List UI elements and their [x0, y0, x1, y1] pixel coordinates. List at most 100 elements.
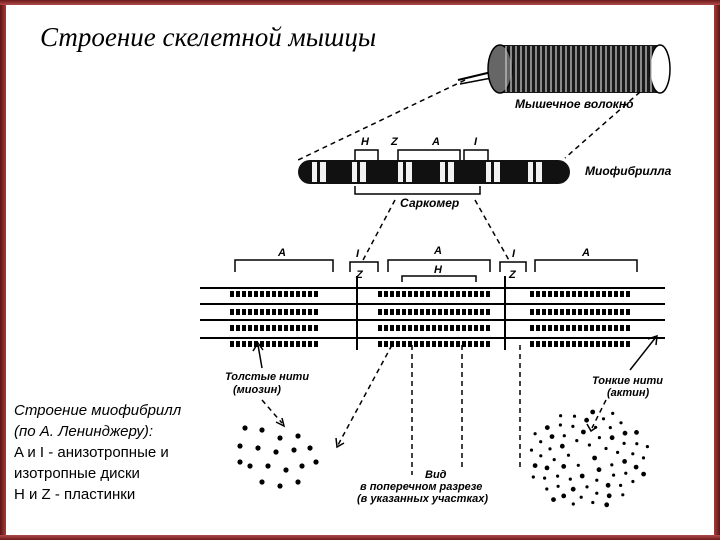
thick-filament-segment [450, 325, 454, 331]
myofibril-z-line [357, 162, 360, 182]
thick-filament-segment [536, 325, 540, 331]
thick-filament-segment [608, 309, 612, 315]
sarcomere-band-brackets [234, 259, 638, 282]
actin-dot [605, 482, 611, 488]
actin-dot [584, 417, 589, 423]
thick-filament-segment [242, 341, 246, 347]
thick-filament-segment [308, 341, 312, 347]
thin-filament-label-2: (актин) [607, 387, 650, 399]
thick-filament-segment [396, 291, 400, 297]
thick-filament-segment [384, 309, 388, 315]
thick-filament-segment [302, 341, 306, 347]
thick-filament-segment [450, 341, 454, 347]
thick-filament-segment [450, 309, 454, 315]
thick-filament-segment [384, 325, 388, 331]
thick-filament-segment [548, 325, 552, 331]
actin-dot [622, 459, 627, 464]
actin-dot [579, 495, 583, 499]
thick-filament-segment [474, 291, 478, 297]
thick-filament-segment [462, 341, 466, 347]
actin-dot [575, 439, 579, 443]
myosin-dot [265, 463, 271, 469]
thick-filament-segment [456, 341, 460, 347]
thick-filament-segment [278, 325, 282, 331]
actin-dot [616, 450, 620, 454]
thick-filament-segment [596, 309, 600, 315]
thick-filament-segment [462, 291, 466, 297]
cross-section-label-1: Вид [425, 469, 447, 481]
actin-dot [568, 477, 572, 481]
thick-filament-segment [530, 309, 534, 315]
thick-filament-segment [278, 291, 282, 297]
thick-filament-segment [408, 291, 412, 297]
actin-dot [634, 430, 639, 435]
actin-dot [585, 485, 589, 489]
sarc-band-a-mid: A [433, 245, 442, 257]
thick-filament-segment [230, 309, 234, 315]
myofibril-z-line [491, 162, 494, 182]
actin-dot [645, 445, 650, 449]
actin-dot [579, 473, 585, 479]
actin-dot [619, 483, 623, 487]
muscle-fiber-label: Мышечное волокно [515, 97, 633, 111]
thick-filament-segment [590, 291, 594, 297]
thick-filament-segment [480, 325, 484, 331]
thick-filament-segment [486, 309, 490, 315]
thick-filament-segment [444, 309, 448, 315]
actin-dot [570, 486, 576, 492]
thick-filament-segment [542, 291, 546, 297]
thick-filament-segment [384, 291, 388, 297]
actin-dot [631, 452, 635, 456]
thick-filament-segment [278, 341, 282, 347]
thick-filament-segment [266, 309, 270, 315]
thick-filament-segment [290, 309, 294, 315]
thick-filament-segment [266, 291, 270, 297]
actin-dot [633, 464, 639, 470]
thick-filament-segment [542, 309, 546, 315]
thick-filament-segment [456, 291, 460, 297]
sarc-band-h-mid: H [434, 264, 443, 276]
thick-filament-segment [572, 341, 576, 347]
thick-filament-segment [596, 325, 600, 331]
myosin-dot [283, 467, 289, 473]
thick-filament-segment [438, 291, 442, 297]
thick-filament-segment [384, 341, 388, 347]
thick-filament-segment [486, 325, 490, 331]
myosin-dot [299, 463, 305, 469]
caption-line-5: H и Z - пластинки [14, 486, 136, 503]
thick-filament-segment [432, 309, 436, 315]
thick-filament-segment [566, 325, 570, 331]
thick-filament-segment [578, 291, 582, 297]
thick-filament-segment [420, 309, 424, 315]
thick-filament-segment [236, 291, 240, 297]
thick-filament-segment [584, 341, 588, 347]
cross-section-label-3: (в указанных участках) [357, 493, 488, 505]
myofibril-illustration [298, 160, 570, 184]
caption-line-3: A и I - анизотропные и [14, 444, 169, 461]
actin-dot [566, 453, 571, 457]
myosin-dot [295, 479, 301, 485]
filament-detail [200, 276, 665, 350]
thick-filament-segment [314, 309, 318, 315]
actin-dot [533, 432, 537, 436]
thick-filament-segment [414, 291, 418, 297]
thick-filament-segment [308, 291, 312, 297]
thick-filament-segment [248, 341, 252, 347]
actin-dot [611, 411, 615, 415]
thick-filament-segment [560, 291, 564, 297]
actin-dot [544, 465, 550, 471]
thick-filament-segment [614, 325, 618, 331]
myofibril-z-line [533, 162, 536, 182]
actin-dot [548, 447, 552, 451]
thick-filament-segment [378, 309, 382, 315]
thick-filament-segment [414, 325, 418, 331]
thick-filament-segment [296, 325, 300, 331]
band-label-i: I [474, 136, 478, 148]
myosin-dot [295, 433, 301, 439]
myosin-dot [242, 425, 248, 431]
actin-dot [612, 473, 616, 477]
actin-dot [591, 500, 595, 505]
band-label-h: H [361, 136, 370, 148]
